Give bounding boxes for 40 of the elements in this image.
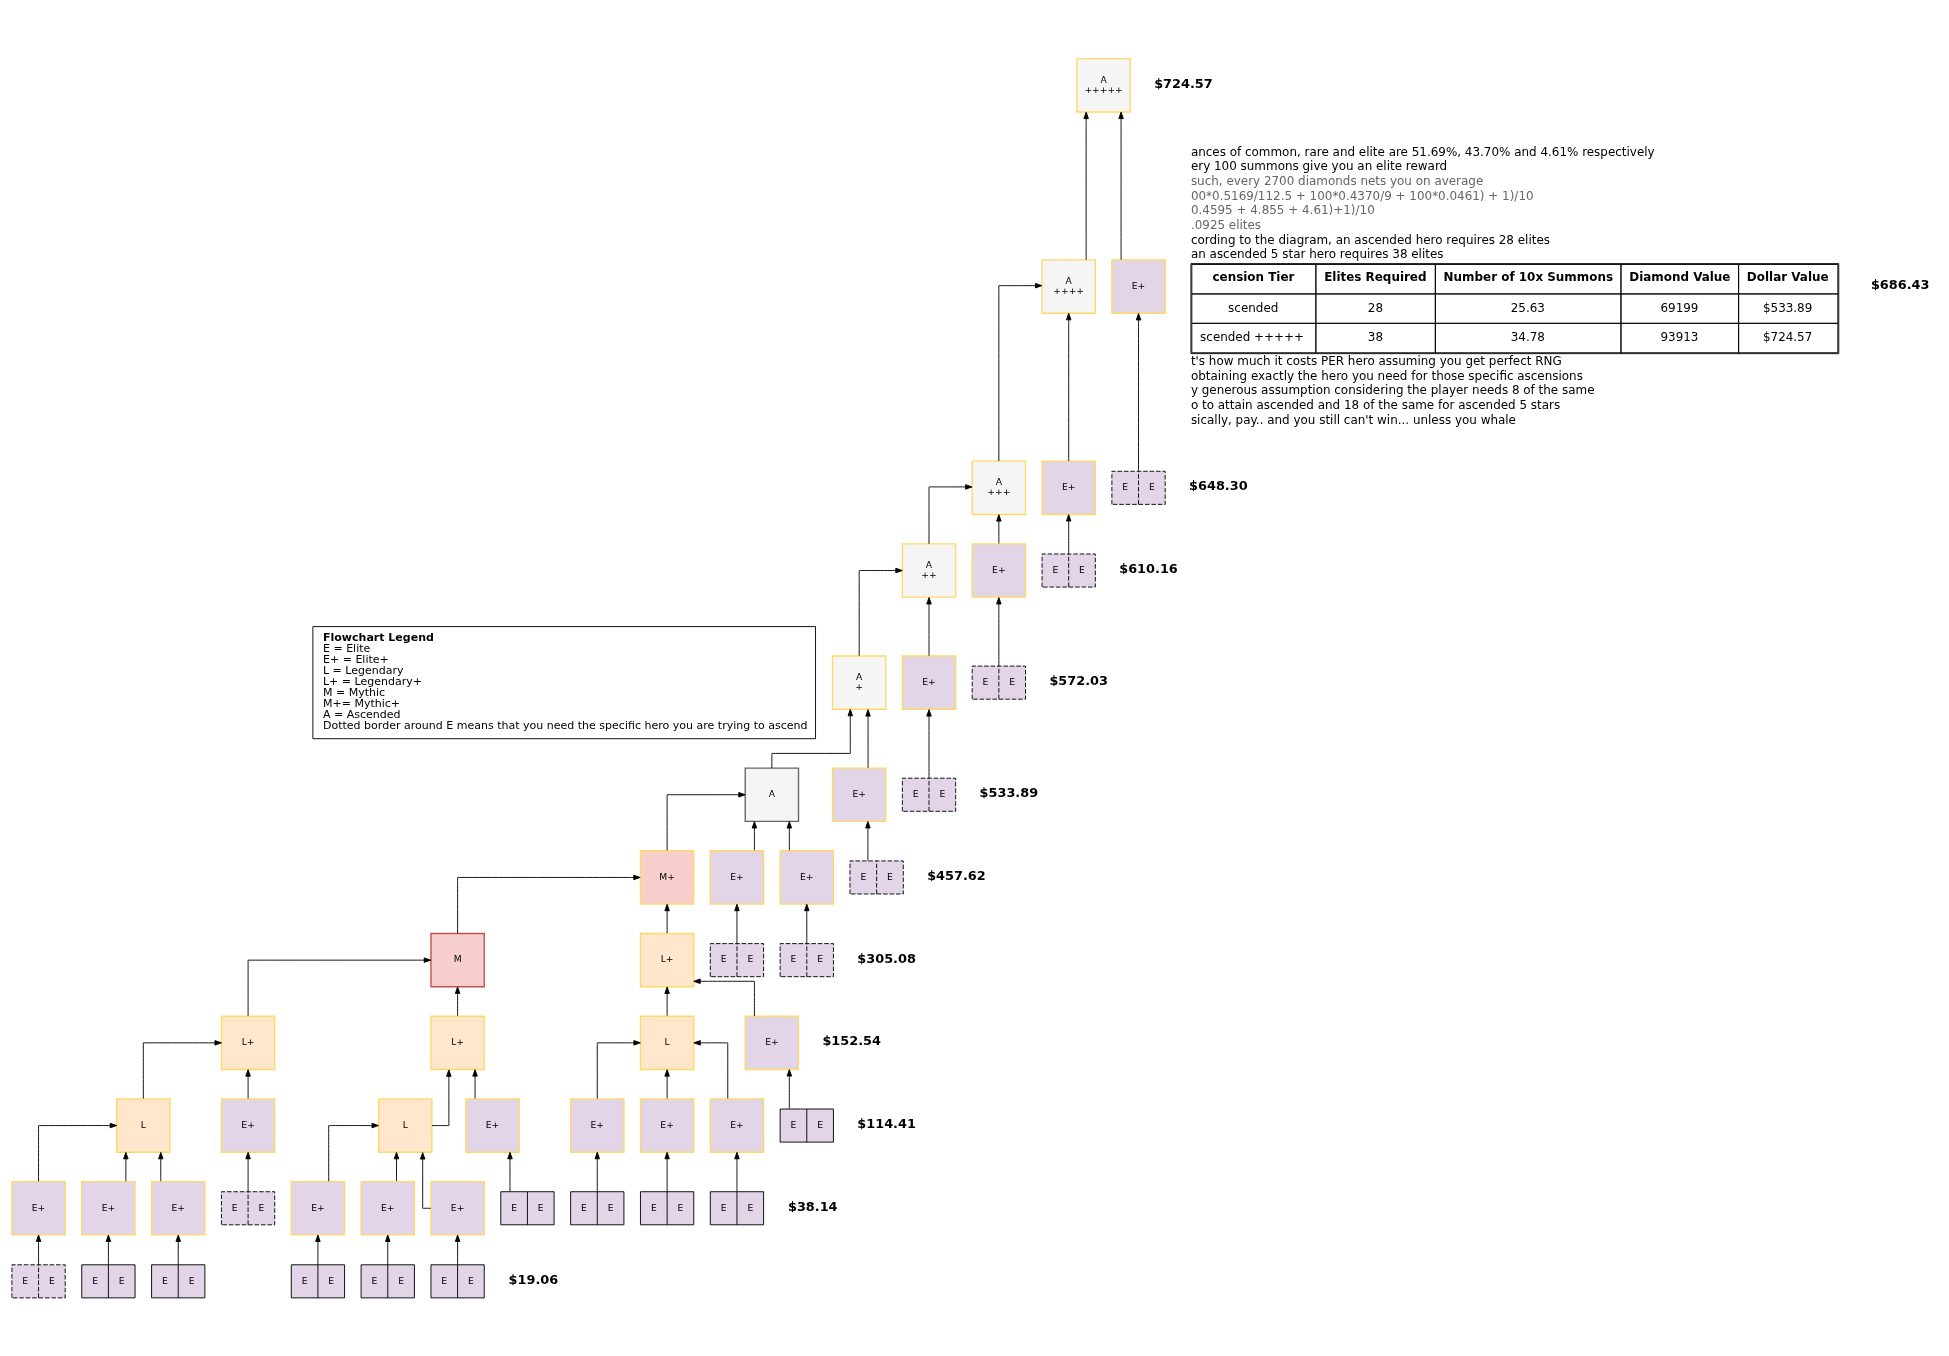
label: 93913: [1660, 329, 1699, 344]
label: ances of common, rare and elite are 51.69%, 43.70% and 4.61% respectively: [1190, 144, 1655, 159]
label: o to attain ascended and 18 of the same for ascended 5 stars: [1190, 397, 1561, 412]
label: $686.43: [1870, 276, 1930, 292]
label: $457.62: [927, 867, 986, 883]
label: scended: [1228, 300, 1279, 315]
label: $533.89: [979, 784, 1039, 800]
label: y generous assumption considering the player needs 8 of the same: [1190, 382, 1595, 397]
label: 34.78: [1510, 329, 1545, 344]
label: 28: [1367, 300, 1384, 315]
label: obtaining exactly the hero you need for those specific ascensions: [1190, 368, 1583, 383]
label: Number of 10x Summons: [1443, 269, 1614, 284]
label: $572.03: [1049, 672, 1108, 688]
label: scended +++++: [1200, 329, 1305, 344]
label: 38: [1367, 329, 1384, 344]
label: 69199: [1660, 300, 1699, 315]
label: $38.14: [787, 1198, 838, 1214]
label: cension Tier: [1212, 269, 1295, 284]
label: 25.63: [1510, 300, 1545, 315]
label: $533.89: [1762, 300, 1813, 315]
label: Diamond Value: [1629, 269, 1731, 284]
label: Elites Required: [1324, 269, 1427, 284]
label: such, every 2700 diamonds nets you on average: [1190, 173, 1484, 188]
label: $648.30: [1189, 477, 1248, 493]
label: $19.06: [508, 1271, 559, 1287]
label: ery 100 summons give you an elite reward: [1190, 158, 1448, 173]
label: Dollar Value: [1746, 269, 1829, 284]
label: .0925 elites: [1190, 217, 1262, 232]
label: $305.08: [857, 950, 916, 966]
label: 0.4595 + 4.855 + 4.61)+1)/10: [1190, 202, 1375, 217]
label: $724.57: [1762, 329, 1813, 344]
label: $152.54: [822, 1032, 881, 1048]
label: t's how much it costs PER hero assuming you get perfect RNG: [1190, 353, 1562, 368]
label: 00*0.5169/112.5 + 100*0.4370/9 + 100*0.0461) + 1)/10: [1190, 188, 1534, 203]
label: sically, pay.. and you still can't win... unless you whale: [1190, 412, 1516, 427]
label: $114.41: [857, 1115, 916, 1131]
label: cording to the diagram, an ascended hero requires 28 elites: [1190, 232, 1550, 247]
label: $610.16: [1119, 560, 1178, 576]
label: $724.57: [1154, 75, 1213, 91]
label: an ascended 5 star hero requires 38 elites: [1190, 246, 1444, 261]
